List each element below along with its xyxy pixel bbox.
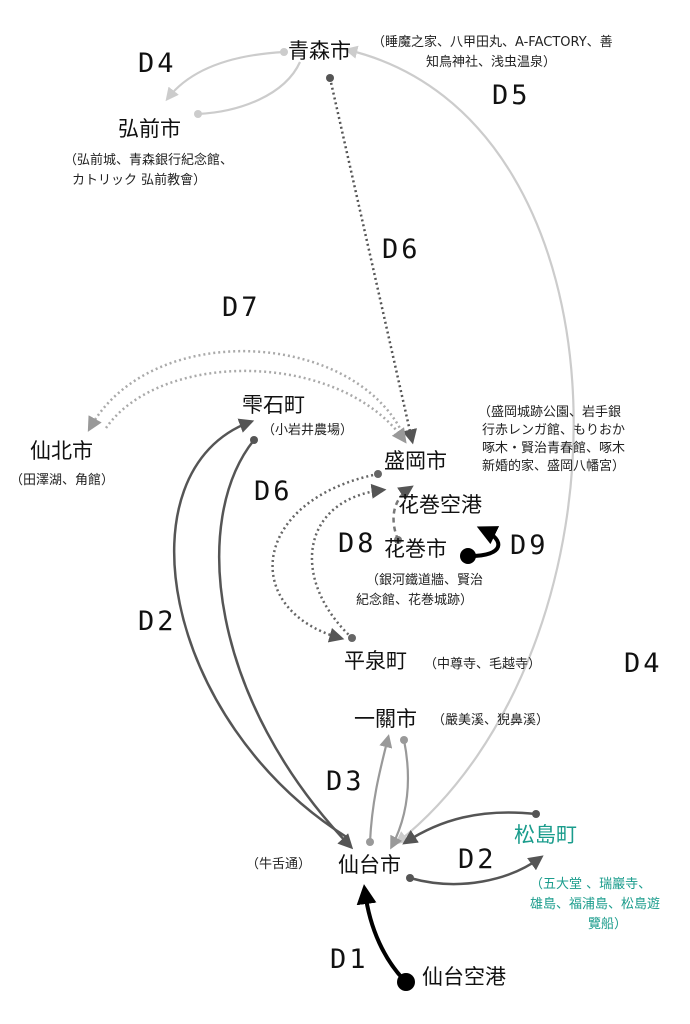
route-dot: [374, 470, 382, 478]
place-morioka: 盛岡市: [384, 449, 447, 473]
route-dot: [194, 110, 202, 118]
place-ichinoseki-note: （嚴美溪、猊鼻溪）: [432, 712, 549, 728]
route-d2-sendai-matsushima: [409, 855, 544, 886]
route-d6-hiraizumi-morioka: [310, 483, 387, 639]
day-label-d3: D3: [326, 766, 365, 797]
place-hirosaki: 弘前市: [118, 117, 181, 141]
route-d7-senboku-morioka: [104, 369, 407, 444]
day-label-d1: D1: [330, 944, 369, 975]
place-matsushima-note: 覽船）: [588, 917, 627, 932]
route-dot: [348, 634, 356, 642]
place-aomori-note: 知鳥神社、浅虫温泉）: [426, 54, 556, 70]
route-d6-aomori-morioka: [328, 77, 417, 445]
place-shizukuishi: 雫石町: [242, 393, 305, 417]
route-dot: [394, 536, 402, 544]
place-morioka-note: 新婚的家、盛岡八幡宮）: [482, 458, 625, 474]
place-matsushima-note: 雄島、福浦島、松島遊: [530, 897, 660, 912]
place-hanamaki-note: 紀念館、花巻城跡）: [356, 592, 473, 608]
place-hanamaki: 花巻市: [384, 537, 447, 561]
place-sendai-note: （牛舌通）: [246, 857, 311, 872]
place-morioka-note: （盛岡城跡公園、岩手銀: [478, 404, 621, 420]
place-matsushima: 松島町: [514, 823, 577, 847]
place-aomori-note: （睡魔之家、八甲田丸、A-FACTORY、善: [372, 34, 613, 50]
route-d2-matsushima-sendai: [402, 811, 537, 845]
route-d2-shizukuishi-sendai: [217, 439, 354, 850]
route-d4-sendai-aomori: [344, 45, 575, 845]
route-d4-hirosaki-aomori: [197, 61, 302, 116]
route-d1-airport-sendai: [356, 884, 406, 982]
route-dot: [400, 736, 408, 744]
route-d2-sendai-shizukuishi: [172, 418, 349, 840]
route-d9-hanamaki-airport: [469, 526, 501, 558]
day-label-d9: D9: [510, 530, 549, 561]
place-hiraizumi: 平泉町: [344, 649, 407, 673]
route-dot: [280, 48, 288, 56]
place-hanamaki-airport: 花巻空港: [398, 493, 482, 517]
route-d3-sendai-ichinoseki: [368, 734, 393, 843]
place-shizukuishi-note: （小岩井農場）: [262, 423, 353, 438]
route-d6-morioka-hiraizumi: [271, 472, 379, 643]
day-label-d6: D6: [254, 476, 293, 507]
place-hirosaki-note: カトリック 弘前教會）: [72, 172, 206, 188]
day-label-d5: D5: [492, 80, 531, 111]
route-d8-hanamaki-morioka: [392, 485, 414, 541]
place-morioka-note: 行赤レンガ館、もりおか: [482, 423, 625, 438]
route-dot: [326, 74, 334, 82]
place-sendai-airport: 仙台空港: [422, 965, 506, 989]
route-dot: [250, 436, 258, 444]
day-label-d2: D2: [458, 844, 497, 875]
place-ichinoseki: 一關市: [354, 707, 417, 731]
place-hiraizumi-note: （中尊寺、毛越寺）: [424, 656, 541, 672]
place-aomori: 青森市: [288, 39, 351, 63]
place-sendai: 仙台市: [338, 853, 401, 877]
route-dot: [366, 838, 374, 846]
day-label-d8: D8: [338, 528, 377, 559]
route-dot: [460, 548, 476, 564]
route-d4-aomori-hirosaki: [165, 50, 285, 102]
route-dot: [397, 973, 415, 991]
place-senboku: 仙北市: [30, 439, 93, 463]
place-morioka-note: 啄木・賢治青春館、啄木: [482, 441, 625, 456]
place-senboku-note: （田澤湖、角館）: [10, 473, 114, 488]
route-d7-morioka-senboku: [87, 349, 404, 433]
place-matsushima-note: （五大堂 、瑞巖寺、: [530, 877, 651, 892]
route-d3-ichinoseki-sendai: [390, 739, 410, 850]
day-label-d6: D6: [382, 234, 421, 265]
day-label-d4: D4: [624, 648, 663, 679]
day-label-d4: D4: [138, 48, 177, 79]
route-dot: [406, 874, 414, 882]
day-label-d2: D2: [138, 606, 177, 637]
place-hirosaki-note: （弘前城、青森銀行紀念館、: [64, 152, 233, 168]
day-label-d7: D7: [222, 292, 261, 323]
place-hanamaki-note: （銀河鐵道牆、賢治: [366, 572, 483, 588]
route-dot: [532, 810, 540, 818]
